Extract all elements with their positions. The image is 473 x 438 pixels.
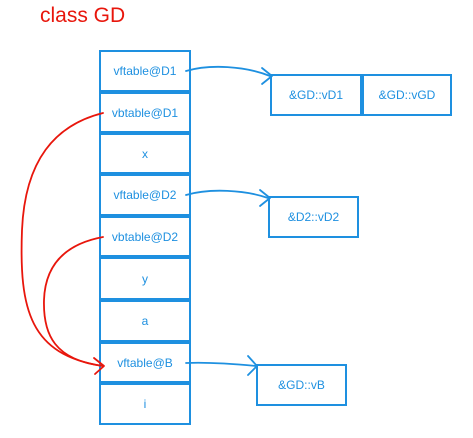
layout-cell-y: y: [99, 257, 191, 300]
layout-cell-a: a: [99, 300, 191, 342]
layout-cell-vbtable-d2: vbtable@D2: [99, 216, 191, 257]
diagram-title: class GD: [40, 4, 126, 27]
vbtable-d2-pointer-arrow: [43, 236, 104, 367]
layout-cell-vftable-d2: vftable@D2: [99, 174, 191, 216]
vftable-d1-entry: &GD::vD1: [270, 74, 362, 116]
vftable-b-entry: &GD::vB: [256, 364, 347, 406]
vbtable-d1-pointer-arrow: [20, 112, 104, 367]
layout-cell-vftable-b: vftable@B: [99, 342, 191, 383]
vftable-b-pointer-arrow: [185, 361, 257, 367]
vftable-d1-pointer-arrow: [185, 65, 271, 77]
arrowhead-icon: [259, 189, 271, 207]
layout-cell-i: i: [99, 383, 191, 425]
vftable-d1-entry: &GD::vGD: [362, 74, 452, 116]
layout-cell-vbtable-d1: vbtable@D1: [99, 92, 191, 133]
arrowhead-icon: [93, 357, 105, 375]
arrowhead-icon: [261, 67, 273, 85]
layout-cell-vftable-d1: vftable@D1: [99, 50, 191, 92]
layout-cell-x: x: [99, 133, 191, 174]
arrowhead-icon: [247, 355, 258, 376]
vftable-d2-entry: &D2::vD2: [268, 196, 359, 238]
vftable-d2-pointer-arrow: [185, 189, 269, 199]
